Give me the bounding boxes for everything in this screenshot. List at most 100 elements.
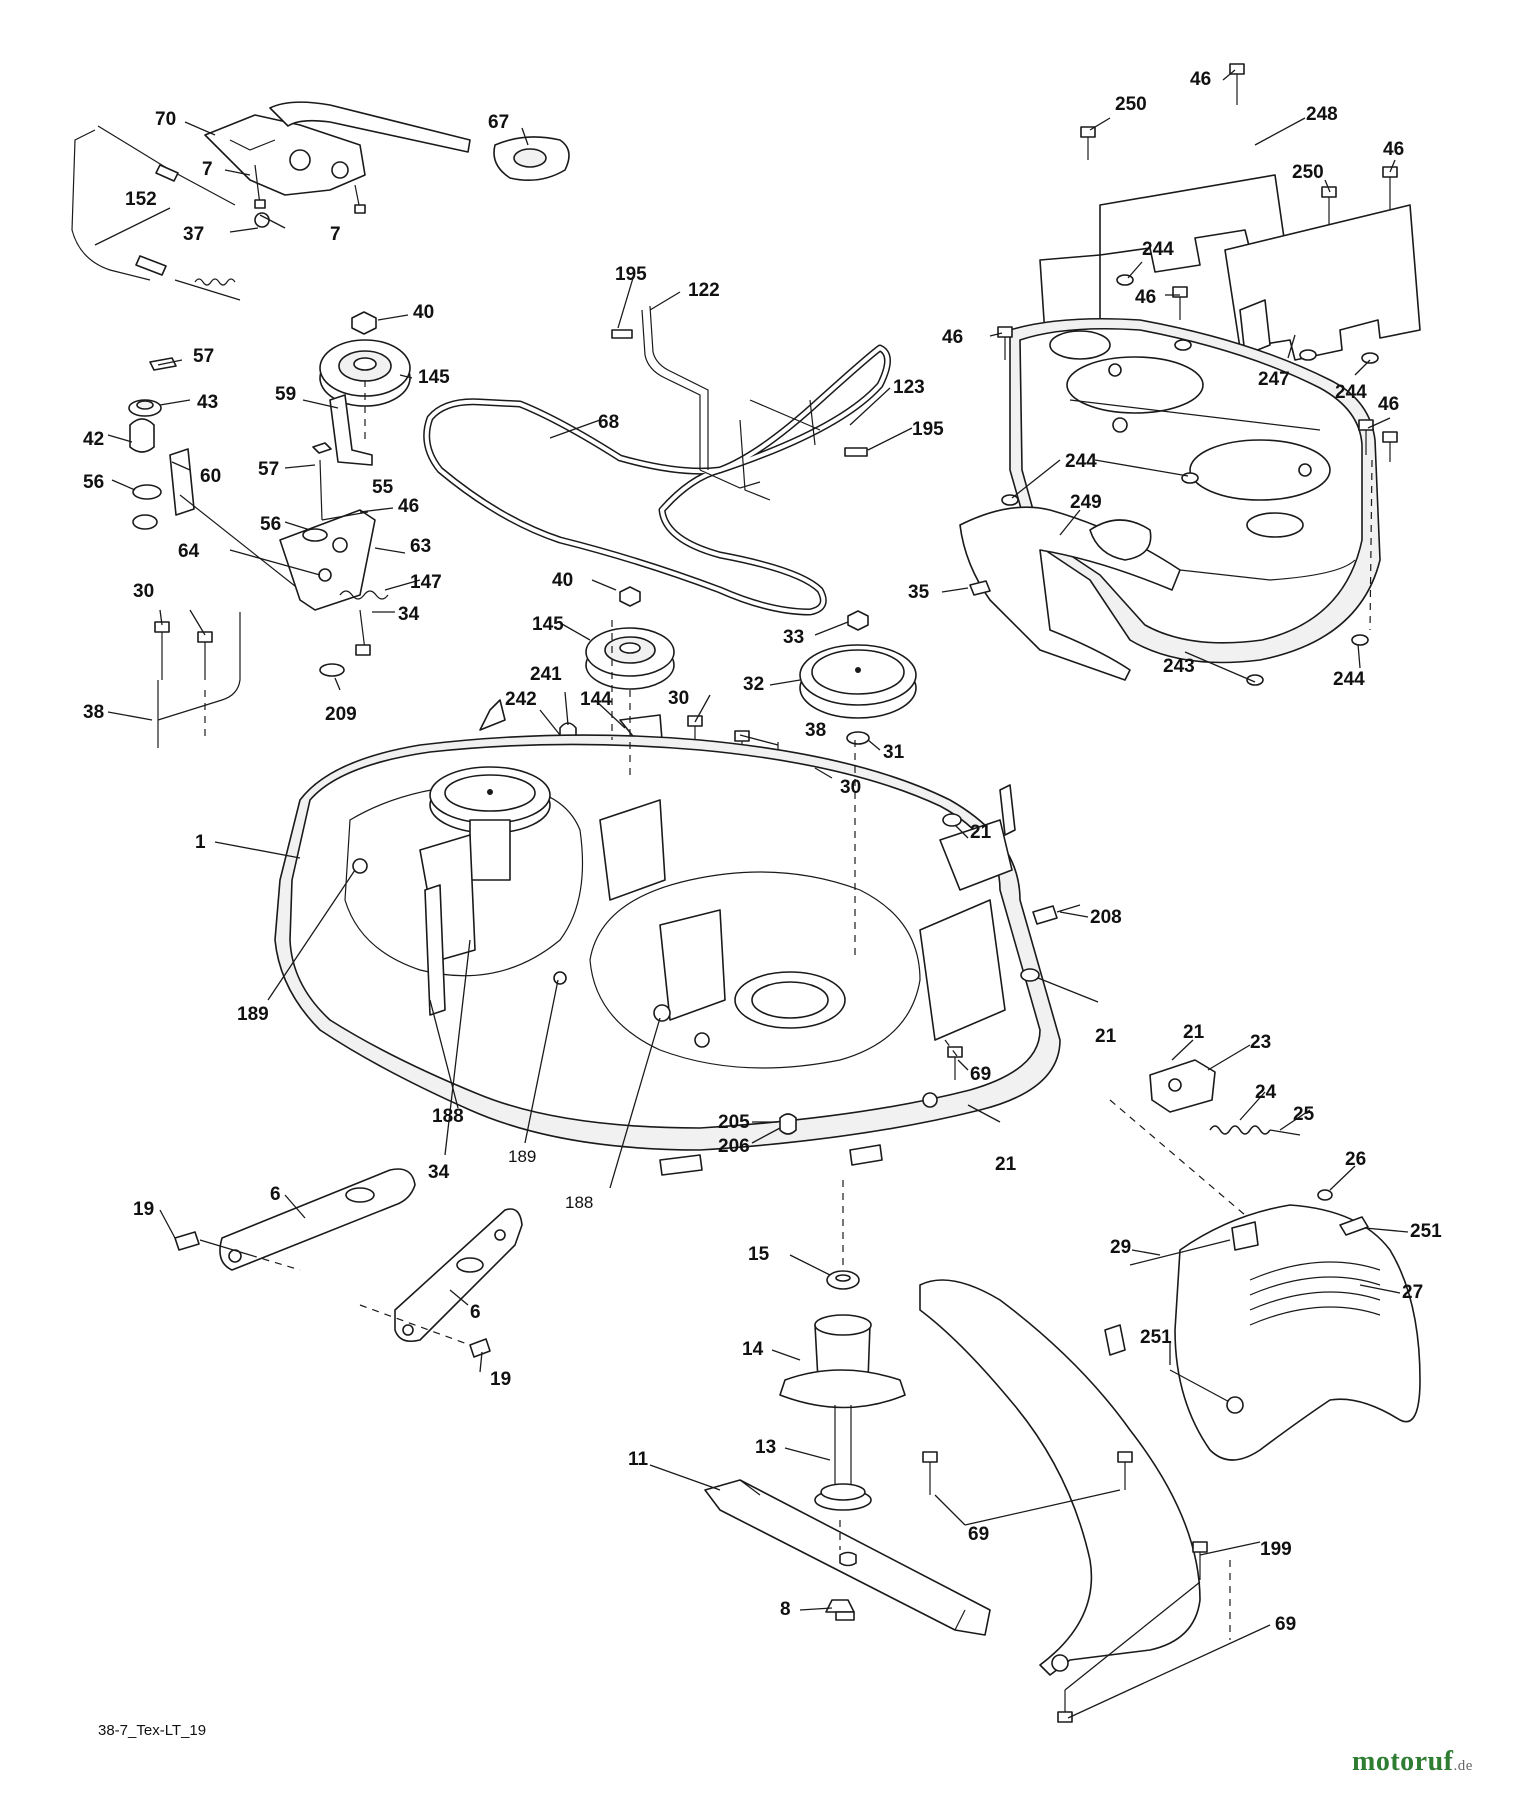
callout-11: 11 xyxy=(628,1449,649,1470)
callout-38: 38 xyxy=(83,702,104,723)
callout-29: 29 xyxy=(1110,1237,1131,1258)
bracket-23-spring-25 xyxy=(1109,1059,1333,1216)
callout-30: 30 xyxy=(840,777,861,798)
callout-123: 123 xyxy=(893,377,925,398)
callout-32: 32 xyxy=(743,674,764,695)
callout-46: 46 xyxy=(1383,139,1404,160)
callout-242: 242 xyxy=(505,689,537,710)
callout-122: 122 xyxy=(688,280,720,301)
idler-pulley-145-center xyxy=(585,586,675,690)
callout-57: 57 xyxy=(193,346,214,367)
leader-lines xyxy=(94,69,1409,1719)
deflector-guard-199 xyxy=(919,1279,1201,1676)
callout-70: 70 xyxy=(155,109,176,130)
callout-188: 188 xyxy=(565,1193,593,1212)
callout-69: 69 xyxy=(1275,1614,1296,1635)
callout-34: 34 xyxy=(398,604,420,625)
callout-243: 243 xyxy=(1163,656,1195,677)
callout-27: 27 xyxy=(1402,1282,1423,1303)
callout-1: 1 xyxy=(195,832,206,853)
callout-60: 60 xyxy=(200,466,221,487)
callout-labels: 70 67 7 7 152 37 40 57 145 43 59 42 60 5… xyxy=(83,69,1442,1635)
callout-248: 248 xyxy=(1306,104,1338,125)
link-6-lower xyxy=(394,1208,523,1343)
callout-40: 40 xyxy=(552,570,573,591)
callout-30: 30 xyxy=(668,688,689,709)
callout-59: 59 xyxy=(275,384,296,405)
callout-42: 42 xyxy=(83,429,104,450)
callout-188: 188 xyxy=(432,1106,464,1127)
callout-189: 189 xyxy=(508,1147,536,1166)
callout-33: 33 xyxy=(783,627,804,648)
assembly-lines xyxy=(364,380,1231,1640)
lift-lever-assembly xyxy=(204,101,471,214)
callout-195: 195 xyxy=(912,419,944,440)
belt-guide-bracket-122 xyxy=(611,305,868,501)
drive-belt-68 xyxy=(423,344,891,616)
callout-144: 144 xyxy=(580,689,612,710)
callout-21: 21 xyxy=(970,822,992,843)
callout-145: 145 xyxy=(532,614,564,635)
callout-46: 46 xyxy=(1378,394,1399,415)
callout-6: 6 xyxy=(470,1302,481,1323)
callout-199: 199 xyxy=(1260,1539,1292,1560)
callout-46: 46 xyxy=(942,327,963,348)
callout-249: 249 xyxy=(1070,492,1102,513)
callout-208: 208 xyxy=(1090,907,1122,928)
callout-244: 244 xyxy=(1333,669,1365,690)
callout-23: 23 xyxy=(1250,1032,1271,1053)
blade-11 xyxy=(704,1479,991,1636)
callout-152: 152 xyxy=(125,189,157,210)
callout-34: 34 xyxy=(428,1162,450,1183)
callout-7: 7 xyxy=(202,159,213,180)
callout-38: 38 xyxy=(805,720,826,741)
callout-21: 21 xyxy=(995,1154,1017,1175)
belt-cover-243 xyxy=(1009,317,1381,664)
cover-247 xyxy=(1224,204,1421,361)
callout-206: 206 xyxy=(718,1136,750,1157)
idler-pulley-145-top xyxy=(319,311,411,407)
callout-189: 189 xyxy=(237,1004,269,1025)
callout-24: 24 xyxy=(1255,1082,1277,1103)
callout-25: 25 xyxy=(1293,1104,1315,1125)
cover-248 xyxy=(1039,174,1286,336)
callout-31: 31 xyxy=(883,742,905,763)
callout-147: 147 xyxy=(410,572,442,593)
callout-244: 244 xyxy=(1065,451,1097,472)
callout-69: 69 xyxy=(968,1524,989,1545)
mower-deck-1 xyxy=(274,699,1061,1176)
callout-19: 19 xyxy=(133,1199,154,1220)
callout-241: 241 xyxy=(530,664,562,685)
callout-55: 55 xyxy=(372,477,394,498)
callout-46: 46 xyxy=(1190,69,1211,90)
callout-43: 43 xyxy=(197,392,218,413)
watermark-logo: motoruf.de xyxy=(1352,1746,1473,1778)
blade-bolt-8 xyxy=(825,1599,855,1621)
watermark-tld: .de xyxy=(1453,1758,1473,1774)
bolts-69-lower xyxy=(922,1451,1208,1723)
bolts-30-and-rod-38-left xyxy=(154,612,241,748)
knob-67 xyxy=(493,136,570,181)
callout-57: 57 xyxy=(258,459,279,480)
callout-8: 8 xyxy=(780,1599,791,1620)
callout-21: 21 xyxy=(1183,1022,1205,1043)
callout-46: 46 xyxy=(398,496,419,517)
callout-64: 64 xyxy=(178,541,200,562)
callout-37: 37 xyxy=(183,224,204,245)
bolts-19 xyxy=(174,1231,491,1358)
callout-40: 40 xyxy=(413,302,434,323)
callout-209: 209 xyxy=(325,704,357,725)
callout-7: 7 xyxy=(330,224,341,245)
callout-67: 67 xyxy=(488,112,509,133)
link-6-upper xyxy=(219,1168,416,1271)
callout-30: 30 xyxy=(133,581,154,602)
deck-hardware-21-69-205-206 xyxy=(779,813,1081,1135)
deck-pulley-32 xyxy=(799,610,917,745)
watermark-main: motoruf xyxy=(1352,1746,1454,1777)
figure-reference-code: 38-7_Tex-LT_19 xyxy=(98,1722,207,1739)
callout-46: 46 xyxy=(1135,287,1156,308)
idler-bracket-59 xyxy=(329,394,373,466)
callout-250: 250 xyxy=(1115,94,1147,115)
callout-56: 56 xyxy=(83,472,104,493)
